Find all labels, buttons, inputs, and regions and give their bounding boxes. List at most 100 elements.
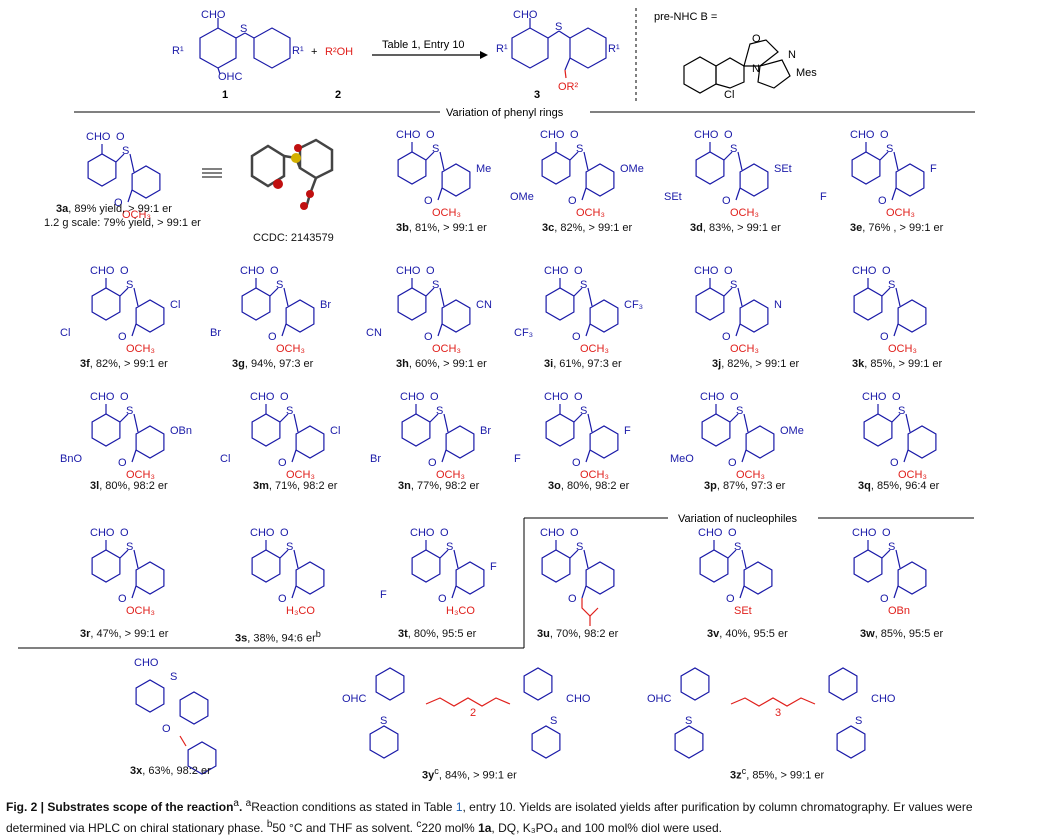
- cho-label: CHO: [700, 391, 725, 403]
- sulfur-label: S: [126, 405, 133, 417]
- cho-label: CHO: [540, 527, 565, 539]
- sulfur-label: S: [276, 279, 283, 291]
- ring-substituent: CN: [366, 327, 382, 339]
- cho-label: CHO: [410, 527, 435, 539]
- caption-b-sup: b: [266, 819, 273, 830]
- compound-result: , 87%, 97:3 er: [716, 480, 786, 492]
- compound-structures: CHOSOOOCH₃CHOSOOOCH₃MeCHOSOOOCH₃OMeOMeCH…: [60, 129, 937, 775]
- carbonyl-oxygen: O: [568, 593, 577, 605]
- compound-id: 3v: [707, 628, 720, 640]
- sulfoxide-oxygen: O: [882, 527, 891, 539]
- ring-substituent: Br: [370, 453, 381, 465]
- ester-label: OCH₃: [898, 469, 927, 481]
- ohc-label: OHC: [342, 693, 367, 705]
- compound-label-3x: 3x, 63%, 98:2 er: [130, 765, 211, 778]
- compound-label-3v: 3v, 40%, 95:5 er: [707, 628, 788, 641]
- sulfur-label: S: [685, 715, 692, 727]
- sulfur-label: S: [126, 541, 133, 553]
- arrow-condition: Table 1, Entry 10: [382, 39, 465, 51]
- compound-label-3a: 3a, 89% yield, > 99:1 er: [56, 203, 172, 216]
- sulfur-label: S: [576, 143, 583, 155]
- cho-label: CHO: [694, 129, 719, 141]
- sulfoxide-oxygen: O: [724, 265, 733, 277]
- caption-part4a: 220 mol%: [421, 821, 479, 835]
- ring-substituent: F: [490, 561, 497, 573]
- compound-result: , 63%, 98:2 er: [142, 765, 211, 777]
- sulfoxide-oxygen: O: [120, 527, 129, 539]
- ring-substituent: OMe: [780, 425, 804, 437]
- compound-result: , 70%, 98:2 er: [549, 628, 619, 640]
- caption-part3: 50 °C and THF as solvent.: [272, 821, 417, 835]
- carbonyl-oxygen: O: [268, 331, 277, 343]
- compound-result: , 71%, 98:2 er: [268, 480, 338, 492]
- sulfur-label: S: [580, 405, 587, 417]
- carbonyl-oxygen: O: [890, 457, 899, 469]
- linker-count: 3: [775, 707, 781, 719]
- carbonyl-oxygen: O: [118, 593, 127, 605]
- ester-label: OCH₃: [730, 207, 759, 219]
- compound-id: 3k: [852, 358, 865, 370]
- table-link[interactable]: 1: [455, 800, 463, 814]
- ring-substituent: OBn: [170, 425, 192, 437]
- compound-id: 3j: [712, 358, 722, 370]
- compound-id: 3f: [80, 358, 90, 370]
- cho-label: CHO: [250, 391, 275, 403]
- sulfur-label: S: [730, 279, 737, 291]
- carbonyl-oxygen: O: [424, 195, 433, 207]
- carbonyl-oxygen: O: [424, 331, 433, 343]
- ester-label: H₃CO: [286, 605, 315, 617]
- product-r1-left: R¹: [496, 43, 508, 55]
- carbonyl-oxygen: O: [878, 195, 887, 207]
- carbonyl-oxygen: O: [278, 593, 287, 605]
- compound-label-3i: 3i, 61%, 97:3 er: [544, 358, 622, 371]
- cho-label: CHO: [134, 657, 159, 669]
- ring-substituent: SEt: [774, 163, 792, 175]
- label-3: 3: [534, 89, 540, 101]
- carbonyl-oxygen: O: [728, 457, 737, 469]
- compound-id: 3c: [542, 222, 555, 234]
- prenhc-mes: Mes: [796, 67, 817, 79]
- compound-result: , 85%, 96:4 er: [870, 480, 940, 492]
- ring-substituent: CF₃: [514, 327, 533, 339]
- cho-label: CHO: [240, 265, 265, 277]
- prenhc-label: pre-NHC B =: [654, 11, 717, 23]
- ester-label: OCH₃: [432, 343, 461, 355]
- compound-result: , 94%, 97:3 er: [244, 358, 314, 370]
- compound-label-3g: 3g, 94%, 97:3 er: [232, 358, 313, 371]
- compound-result: , 82%, > 99:1 er: [89, 358, 168, 370]
- crystal-structure-image: [250, 138, 334, 210]
- sulfur-label: S: [240, 23, 247, 35]
- sulfoxide-oxygen: O: [730, 391, 739, 403]
- sulfur-label: S: [286, 541, 293, 553]
- ring-substituent: F: [624, 425, 631, 437]
- compound-result: , 77%, 98:2 er: [410, 480, 480, 492]
- ester-label: OCH₃: [126, 343, 155, 355]
- ring-substituent: Cl: [60, 327, 70, 339]
- product-sulfur: S: [555, 21, 562, 33]
- cho-label: CHO: [90, 265, 115, 277]
- sulfoxide-oxygen: O: [120, 265, 129, 277]
- cho-label: CHO: [90, 391, 115, 403]
- compound-result: , 76% , > 99:1 er: [862, 222, 944, 234]
- sulfoxide-oxygen: O: [892, 391, 901, 403]
- ohc-label: OHC: [647, 693, 672, 705]
- ring-substituent: F: [820, 191, 827, 203]
- ester-label: OCH₃: [580, 469, 609, 481]
- carbonyl-oxygen: O: [162, 723, 171, 735]
- sulfur-label: S: [734, 541, 741, 553]
- ring-substituent: CN: [476, 299, 492, 311]
- carbonyl-oxygen: O: [568, 195, 577, 207]
- ring-substituent: Cl: [170, 299, 180, 311]
- equivalence-icon: [202, 168, 222, 178]
